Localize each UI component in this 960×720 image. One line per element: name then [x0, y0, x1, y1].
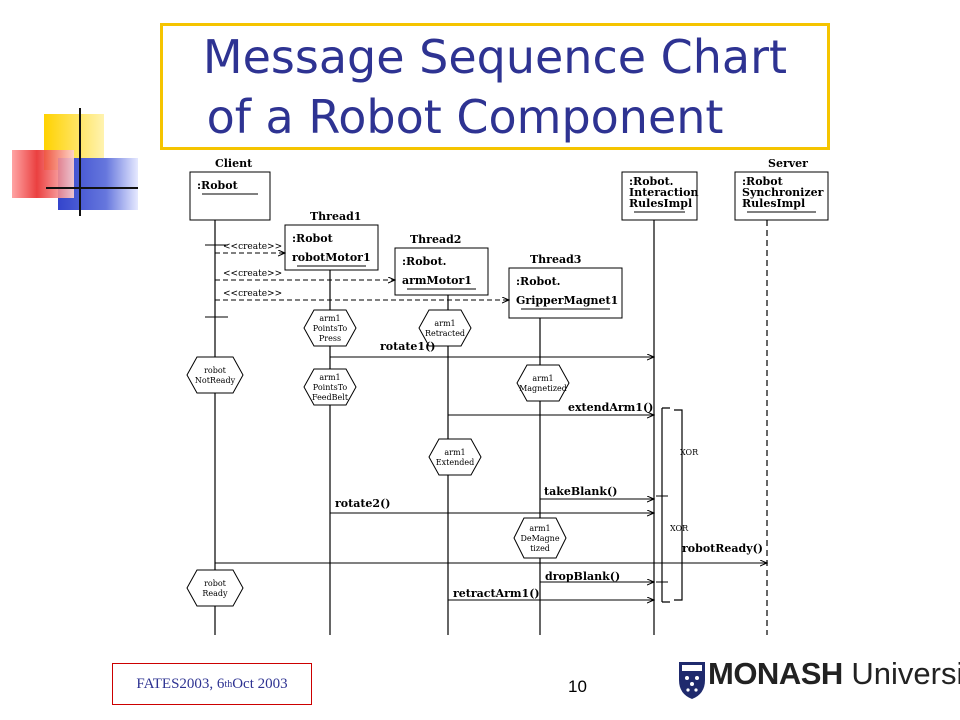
message-sequence-chart: Client:RobotThread1:RobotrobotMotor1Thre… — [186, 157, 829, 635]
xor-bracket-inner — [661, 407, 670, 603]
footer-superscript: th — [224, 678, 233, 690]
condition-label-c2: arm1 — [434, 319, 455, 328]
condition-label-c6: arm1 — [444, 448, 465, 457]
title-frame: Message Sequence Chart of a Robot Compon… — [160, 23, 830, 150]
footer-text: FATES2003, 6 — [136, 675, 225, 692]
operator-label: XOR — [680, 448, 699, 457]
slide-title-line-1: Message Sequence Chart — [202, 30, 788, 84]
instance-header-thread3: Thread3 — [530, 253, 581, 266]
message-label-dropBlank: dropBlank() — [545, 570, 620, 583]
instance-header-client: Client — [215, 157, 253, 170]
message-label-retractArm1: retractArm1() — [453, 587, 540, 600]
operator-label: XOR — [670, 524, 689, 533]
instance-label-thread1: robotMotor1 — [292, 251, 371, 264]
instance-label-thread2: armMotor1 — [402, 274, 472, 287]
instance-box-client — [189, 171, 271, 221]
logo-regular: University — [851, 656, 960, 691]
instance-label-rules: Interaction — [629, 186, 698, 199]
instance-label-server: RulesImpl — [742, 197, 805, 210]
condition-c3 — [186, 356, 244, 394]
condition-label-c7: tized — [530, 544, 550, 553]
instance-header-thread1: Thread1 — [310, 210, 361, 223]
condition-c7 — [513, 517, 567, 559]
condition-label-c8: robot — [204, 579, 227, 588]
condition-c8 — [186, 569, 244, 607]
instance-label-thread3: :Robot. — [516, 275, 560, 288]
message-label-rotate1: rotate1() — [380, 340, 435, 353]
instance-label-server: :Robot — [742, 175, 784, 188]
condition-c1 — [303, 309, 357, 347]
footer-text-end: Oct 2003 — [232, 675, 288, 692]
instance-box-thread3 — [508, 267, 623, 319]
create-message-label: <<create>> — [223, 269, 282, 279]
condition-label-c7: arm1 — [529, 524, 550, 533]
condition-label-c5: arm1 — [532, 374, 553, 383]
instance-box-thread1 — [284, 224, 379, 271]
condition-label-c8: Ready — [202, 589, 228, 598]
instance-box-server — [734, 171, 829, 221]
message-label-robotReady: robotReady() — [682, 542, 763, 555]
slide-title-line-2: of a Robot Component — [206, 90, 724, 144]
decor-squares — [10, 108, 140, 218]
page-number: 10 — [568, 677, 587, 696]
condition-c6 — [428, 438, 482, 476]
condition-label-c1: Press — [319, 334, 341, 343]
message-label-rotate2: rotate2() — [335, 497, 390, 510]
university-logo-text: MONASH University — [708, 656, 960, 692]
instance-label-thread3: GripperMagnet1 — [516, 294, 618, 307]
condition-label-c3: NotReady — [195, 376, 236, 385]
condition-label-c7: DeMagne — [520, 534, 559, 543]
instance-box-thread2 — [394, 247, 489, 296]
message-label-takeBlank: takeBlank() — [544, 485, 617, 498]
message-label-extendArm1: extendArm1() — [568, 401, 653, 414]
condition-c4 — [303, 368, 357, 406]
xor-bracket-outer — [674, 409, 683, 601]
condition-label-c2: Retracted — [425, 329, 465, 338]
instance-label-rules: :Robot. — [629, 175, 673, 188]
instance-label-thread2: :Robot. — [402, 255, 446, 268]
instance-box-rules — [621, 171, 698, 221]
create-message-label: <<create>> — [223, 289, 282, 299]
condition-label-c1: PointsTo — [313, 324, 348, 333]
logo-bold: MONASH — [708, 656, 843, 691]
university-crest-icon — [679, 662, 705, 699]
condition-label-c3: robot — [204, 366, 227, 375]
create-message-label: <<create>> — [223, 242, 282, 252]
condition-label-c6: Extended — [436, 458, 474, 467]
condition-label-c4: arm1 — [319, 373, 340, 382]
condition-label-c4: FeedBelt — [312, 393, 349, 402]
instance-header-server: Server — [768, 157, 808, 170]
condition-label-c5: Magnetized — [519, 384, 567, 393]
instance-label-thread1: :Robot — [292, 232, 334, 245]
condition-c5 — [516, 364, 570, 402]
condition-label-c4: PointsTo — [313, 383, 348, 392]
xor-bracket-ticks — [656, 495, 668, 583]
instance-label-server: Synchronizer — [742, 186, 824, 199]
condition-c2 — [418, 309, 472, 347]
instance-header-thread2: Thread2 — [410, 233, 461, 246]
instance-label-client: :Robot — [197, 179, 239, 192]
condition-label-c1: arm1 — [319, 314, 340, 323]
instance-label-rules: RulesImpl — [629, 197, 692, 210]
